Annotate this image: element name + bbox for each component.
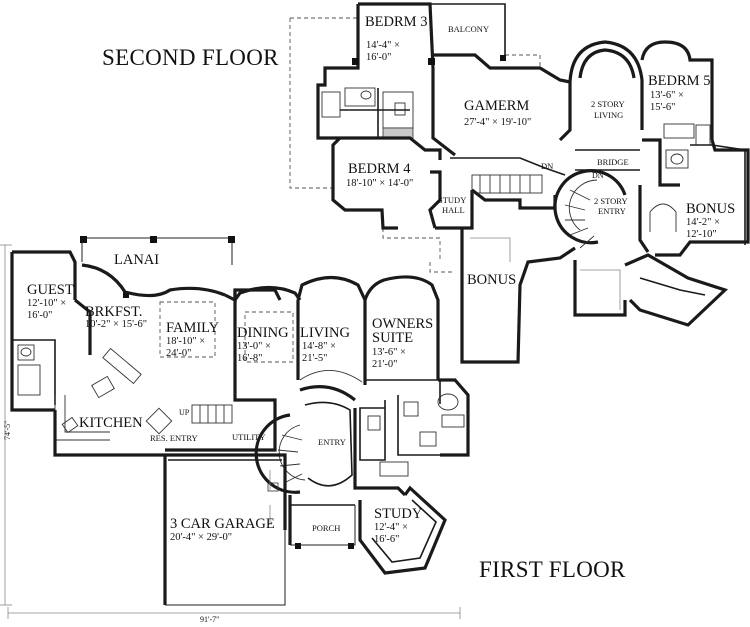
guest-dim-1: 12'-10" × — [27, 298, 66, 309]
dn-upper-label: DN — [541, 161, 553, 171]
study-dim-2: 16'-6" — [374, 534, 399, 545]
family-dim-1: 18'-10" × — [166, 336, 205, 347]
guest-dim-2: 16'-0" — [27, 310, 52, 321]
dining-label: DINING — [237, 325, 289, 341]
first-floor-plan — [0, 236, 470, 619]
bedrm3-dim-2: 16'-0" — [366, 52, 391, 63]
dining-dim-2: 16'-8" — [237, 353, 262, 364]
owners-suite-label-1: OWNERS — [372, 316, 433, 332]
bonus-upper-dim-2: 12'-10" — [686, 229, 717, 240]
family-label: FAMILY — [166, 320, 220, 336]
bedrm4-label: BEDRM 4 — [348, 161, 411, 177]
bedrm3-dim-1: 14'-4" × — [366, 40, 400, 51]
guest-label: GUEST — [27, 282, 74, 298]
living-dim-2: 21'-5" — [302, 353, 327, 364]
garage-dim: 20'-4" × 29'-0" — [170, 532, 232, 543]
two-story-living-label-1: 2 STORY — [591, 99, 625, 109]
two-story-living-label-2: LIVING — [594, 110, 623, 120]
first-floor-title: FIRST FLOOR — [479, 557, 626, 582]
brkfst-dim: 10'-2" × 15'-6" — [85, 319, 147, 330]
second-floor-plan — [289, 2, 750, 364]
porch-label: PORCH — [312, 523, 340, 533]
utility-label: UTILITY — [232, 432, 266, 442]
study-label: STUDY — [374, 506, 423, 522]
family-dim-2: 24'-0" — [166, 348, 191, 359]
bonus-upper-dim-1: 14'-2" × — [686, 217, 720, 228]
living-label: LIVING — [300, 325, 350, 341]
dn-stair-label: DN — [592, 171, 604, 180]
bonus-lower-label: BONUS — [467, 272, 516, 288]
gamerm-dim: 27'-4" × 19'-10" — [464, 117, 531, 128]
living-dim-1: 14'-8" × — [302, 341, 336, 352]
overall-width-dimension: 91'-7" — [200, 615, 219, 624]
bedrm5-dim-1: 13'-6" × — [650, 90, 684, 101]
garage-label: 3 CAR GARAGE — [170, 516, 275, 532]
study-hall-label-2: HALL — [442, 205, 465, 215]
up-label: UP — [179, 408, 190, 417]
overall-depth-dimension: 74'-5" — [3, 421, 12, 440]
bonus-upper-label: BONUS — [686, 201, 735, 217]
kitchen-label: KITCHEN — [79, 415, 143, 431]
balcony-label: BALCONY — [448, 24, 489, 34]
lanai-label: LANAI — [114, 252, 159, 268]
bridge-label: BRIDGE — [597, 157, 629, 167]
gamerm-label: GAMERM — [464, 98, 529, 114]
study-dim-1: 12'-4" × — [374, 522, 408, 533]
two-story-entry-label-1: 2 STORY — [594, 196, 628, 206]
two-story-entry-label-2: ENTRY — [598, 206, 626, 216]
res-entry-label: RES. ENTRY — [150, 433, 198, 443]
bedrm5-dim-2: 15'-6" — [650, 102, 675, 113]
second-floor-title: SECOND FLOOR — [102, 45, 279, 70]
bedrm5-label: BEDRM 5 — [648, 73, 710, 89]
dining-dim-1: 13'-0" × — [237, 341, 271, 352]
entry-label: ENTRY — [318, 437, 346, 447]
bedrm3-label: BEDRM 3 — [365, 14, 427, 30]
brkfst-label: BRKFST. — [85, 304, 142, 320]
owners-suite-label-2: SUITE — [372, 330, 413, 346]
owners-suite-dim-2: 21'-0" — [372, 359, 397, 370]
study-hall-label-1: STUDY — [438, 195, 466, 205]
bedrm4-dim: 18'-10" × 14'-0" — [346, 178, 413, 189]
owners-suite-dim-1: 13'-6" × — [372, 347, 406, 358]
